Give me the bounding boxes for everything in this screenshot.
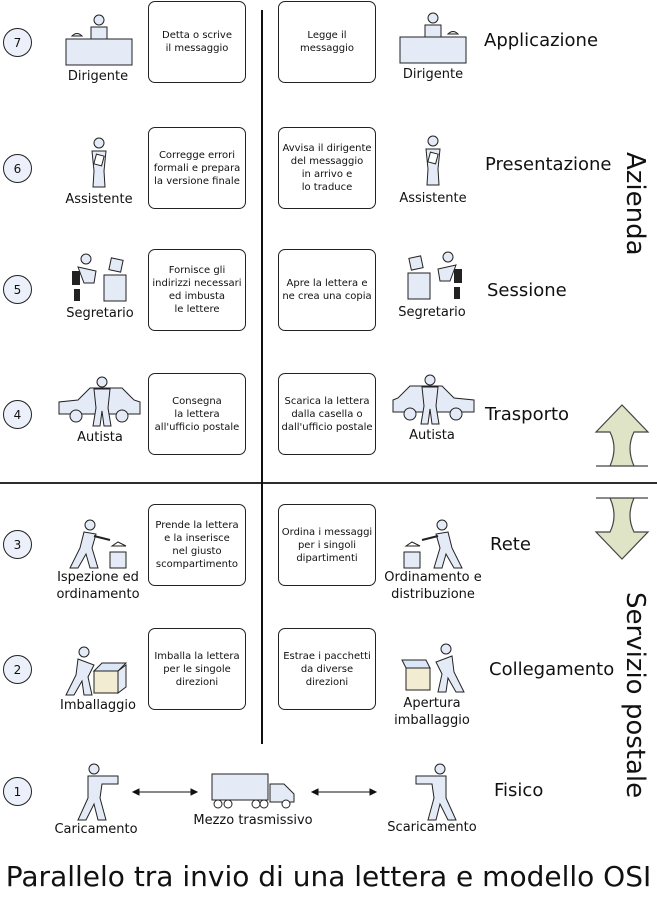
osi-layer-name: Rete	[490, 534, 531, 555]
executive-desk-icon-right	[399, 12, 467, 64]
right-transmission-arrow	[310, 788, 378, 796]
layer-number-2: 2	[3, 655, 32, 684]
role-description-box: Detta o scrive il messaggio	[148, 1, 246, 83]
layer-number-6: 6	[3, 154, 32, 183]
left-transmission-arrow	[131, 788, 199, 796]
role-label: Dirigente	[402, 67, 464, 82]
layer-number-1: 1	[3, 777, 32, 806]
up-arrow-icon	[594, 404, 650, 467]
down-arrow-icon	[594, 497, 650, 560]
role-label: Autista	[77, 430, 123, 445]
sorting-person-icon-right	[403, 519, 463, 569]
osi-layer-name: Trasporto	[485, 404, 570, 425]
role-label: Ispezione ed ordinamento	[56, 570, 140, 602]
sorting-person-icon-left	[69, 519, 127, 569]
role-label: Dirigente	[67, 69, 129, 84]
layer-number-3: 3	[3, 530, 32, 559]
group-label-servizio-postale: Servizio postale	[620, 592, 650, 799]
osi-layer-name: Fisico	[494, 780, 544, 801]
role-label: Assistente	[399, 191, 467, 206]
osi-layer-name: Presentazione	[485, 154, 612, 175]
unpacking-person-icon-right	[401, 643, 465, 693]
role-description-box: Estrae i pacchetti da diverse direzioni	[278, 628, 376, 710]
osi-layer-name: Sessione	[487, 280, 567, 301]
secretary-desk-icon-left	[72, 253, 127, 302]
role-description-box: Apre la lettera e ne crea una copia	[278, 249, 376, 331]
secretary-desk-icon-right	[407, 251, 462, 300]
role-label: Assistente	[65, 192, 133, 207]
layer-number-5: 5	[3, 275, 32, 304]
role-description-box: Ordina i messaggi per i singoli dipartim…	[278, 504, 376, 586]
role-description-box: Consegna la lettera all'ufficio postale	[148, 373, 246, 455]
medium-label: Mezzo trasmissivo	[193, 813, 313, 828]
truck-icon	[211, 773, 295, 809]
driver-car-icon-right	[392, 374, 475, 425]
role-label: Apertura imballaggio	[394, 696, 470, 728]
role-label: Caricamento	[54, 822, 138, 837]
role-description-box: Avvisa il dirigente del messaggio in arr…	[278, 127, 376, 209]
role-label: Segretario	[66, 306, 134, 321]
role-description-box: Legge il messaggio	[278, 1, 376, 83]
osi-layer-name: Collegamento	[489, 659, 615, 680]
driver-car-icon-left	[58, 376, 141, 427]
unloading-person-icon-right	[415, 763, 457, 821]
role-label: Segretario	[398, 305, 466, 320]
role-description-box: Corregge errori formali e prepara la ver…	[148, 127, 246, 209]
layer-number-4: 4	[3, 400, 32, 429]
executive-desk-icon-left	[65, 14, 133, 66]
role-description-box: Prende la lettera e la inserisce nel giu…	[148, 504, 246, 586]
role-description-box: Fornisce gli indirizzi necessari ed imbu…	[148, 249, 246, 331]
role-description-box: Scarica la lettera dalla casella o dall'…	[278, 373, 376, 455]
loading-person-icon-left	[77, 763, 119, 821]
packing-person-icon-left	[65, 646, 128, 696]
osi-layer-name: Applicazione	[484, 30, 599, 51]
figure-title: Parallelo tra invio di una lettera e mod…	[5, 860, 652, 893]
group-label-azienda: Azienda	[620, 152, 650, 256]
role-label: Autista	[409, 428, 455, 443]
assistant-icon-left	[91, 137, 107, 188]
assistant-icon-right	[425, 135, 441, 186]
layer-number-7: 7	[3, 28, 32, 57]
role-label: Ordinamento e distribuzione	[384, 570, 482, 602]
role-label: Imballaggio	[60, 698, 136, 713]
role-description-box: Imballa la lettera per le singole direzi…	[148, 628, 246, 710]
role-label: Scaricamento	[387, 820, 477, 835]
